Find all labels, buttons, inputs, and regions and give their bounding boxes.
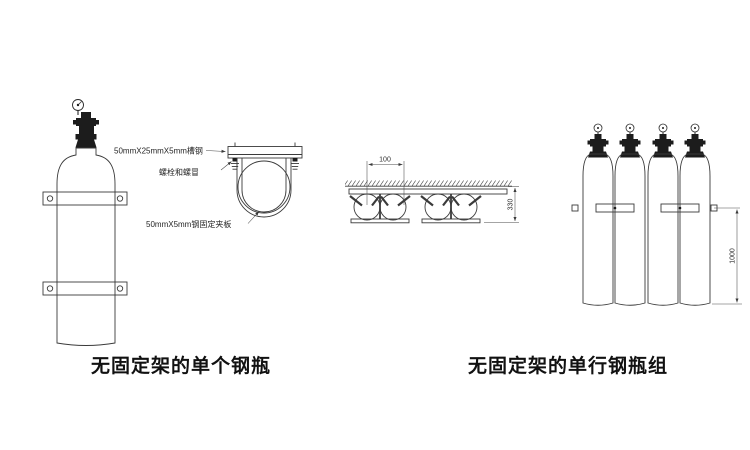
channel-leader-line (205, 149, 226, 153)
wall-hatching (345, 180, 512, 186)
cylinder-pair-1 (349, 193, 411, 224)
u-clamp-band (236, 158, 292, 218)
group-height-dim-text: 1000 (730, 248, 737, 264)
group-cylinder-4 (679, 153, 711, 306)
cylinder-valve (73, 112, 99, 148)
bolt-leader-line (220, 161, 232, 171)
valve-icon (684, 123, 706, 158)
group-cylinder-1 (582, 153, 614, 306)
channel-steel-plan (348, 188, 508, 195)
group-cylinder-3 (647, 153, 679, 306)
top-view-figure: 100 330 (345, 157, 519, 224)
bolt-left (231, 158, 239, 170)
width-dim-text: 100 (379, 157, 391, 164)
bolt-right (291, 158, 299, 170)
pressure-gauge-icon (72, 99, 84, 115)
group-strap-1 (595, 203, 635, 213)
clamp-plate-label: 50mmX5mm钢固定夹板 (146, 219, 231, 229)
dimension-330: 330 (484, 186, 519, 223)
cylinder-cross-section (237, 160, 291, 214)
clamp-detail-figure: 50mmX25mmX5mm槽钢 螺栓和螺冒 50mmX5mm钢固定夹板 (114, 142, 303, 229)
dimension-1000: 1000 (712, 207, 742, 305)
single-cylinder-figure (42, 99, 128, 346)
valve-icon (652, 123, 674, 158)
cylinder-body (56, 147, 116, 346)
bolt-nut-label: 螺栓和螺冒 (159, 167, 199, 177)
channel-steel-bar (227, 146, 303, 159)
height-dim-text: 330 (508, 199, 515, 211)
cylinder-group-figure: 1000 (571, 123, 742, 306)
left-figure-caption: 无固定架的单个钢瓶 (91, 354, 271, 377)
cylinder-pair-2 (420, 193, 482, 224)
plate-leader-line (247, 211, 260, 224)
right-figure-caption: 无固定架的单行钢瓶组 (468, 354, 668, 377)
group-strap-2 (660, 203, 700, 213)
channel-steel-label: 50mmX25mmX5mm槽钢 (114, 146, 203, 156)
valve-icon (587, 123, 609, 158)
group-cylinder-2 (614, 153, 646, 306)
wall-strap-upper (42, 191, 128, 206)
strap-end-tab-left (571, 204, 579, 212)
valve-icon (619, 123, 641, 158)
wall-strap-lower (42, 281, 128, 296)
dimension-100: 100 (366, 157, 405, 205)
